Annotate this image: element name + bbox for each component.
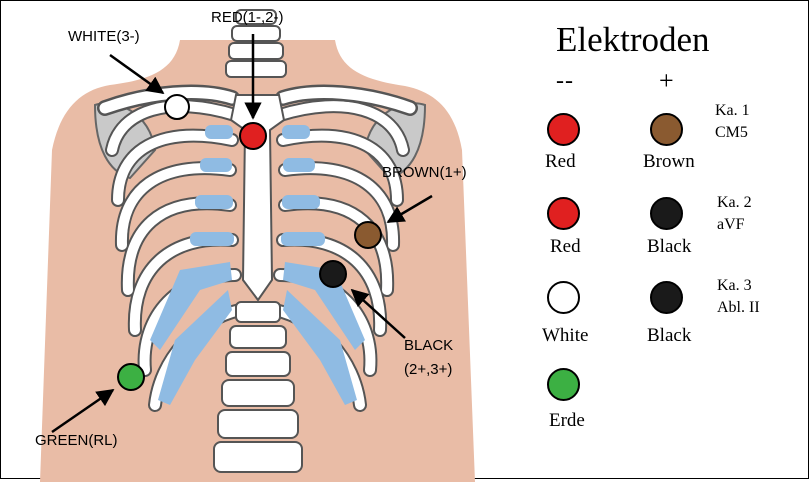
legend-title: Elektroden xyxy=(556,20,710,60)
plus-header: + xyxy=(659,66,674,96)
legend-dot-black-2 xyxy=(650,281,683,314)
label-brown-electrode: BROWN(1+) xyxy=(382,164,467,181)
legend-row1-channel: Ka. 1 xyxy=(715,100,750,122)
legend-row2-plus: Black xyxy=(647,236,691,258)
legend-row3-minus: White xyxy=(542,325,588,347)
label-green-electrode: GREEN(RL) xyxy=(35,432,118,449)
legend-row1-minus: Red xyxy=(545,151,576,173)
electrode-black xyxy=(320,261,346,287)
legend-row3-channel: Ka. 3 xyxy=(717,275,752,297)
electrode-brown xyxy=(355,222,381,248)
label-black-electrode-line1: BLACK xyxy=(404,337,453,354)
legend-row2-minus: Red xyxy=(550,236,581,258)
legend-row1-plus: Brown xyxy=(643,151,695,173)
label-black-electrode-line2: (2+,3+) xyxy=(404,361,452,378)
legend-ground-label: Erde xyxy=(549,410,585,432)
electrode-green xyxy=(118,364,144,390)
legend-row1-lead: CM5 xyxy=(715,122,748,144)
legend-dot-brown xyxy=(650,113,683,146)
legend-row2-lead: aVF xyxy=(717,214,745,236)
legend-dot-green xyxy=(547,368,580,401)
legend-row2-channel: Ka. 2 xyxy=(717,192,752,214)
label-red-electrode: RED(1-,2-) xyxy=(211,9,284,26)
electrode-white xyxy=(165,95,189,119)
label-white-electrode: WHITE(3-) xyxy=(68,28,140,45)
legend-dot-red-1 xyxy=(547,113,580,146)
minus-header: -- xyxy=(556,68,574,95)
legend-dot-white xyxy=(547,281,580,314)
chest-illustration xyxy=(0,0,520,482)
legend-dot-red-2 xyxy=(547,197,580,230)
legend-row3-lead: Abl. II xyxy=(717,297,760,319)
legend-dot-black-1 xyxy=(650,197,683,230)
legend-row3-plus: Black xyxy=(647,325,691,347)
electrode-red xyxy=(240,123,266,149)
